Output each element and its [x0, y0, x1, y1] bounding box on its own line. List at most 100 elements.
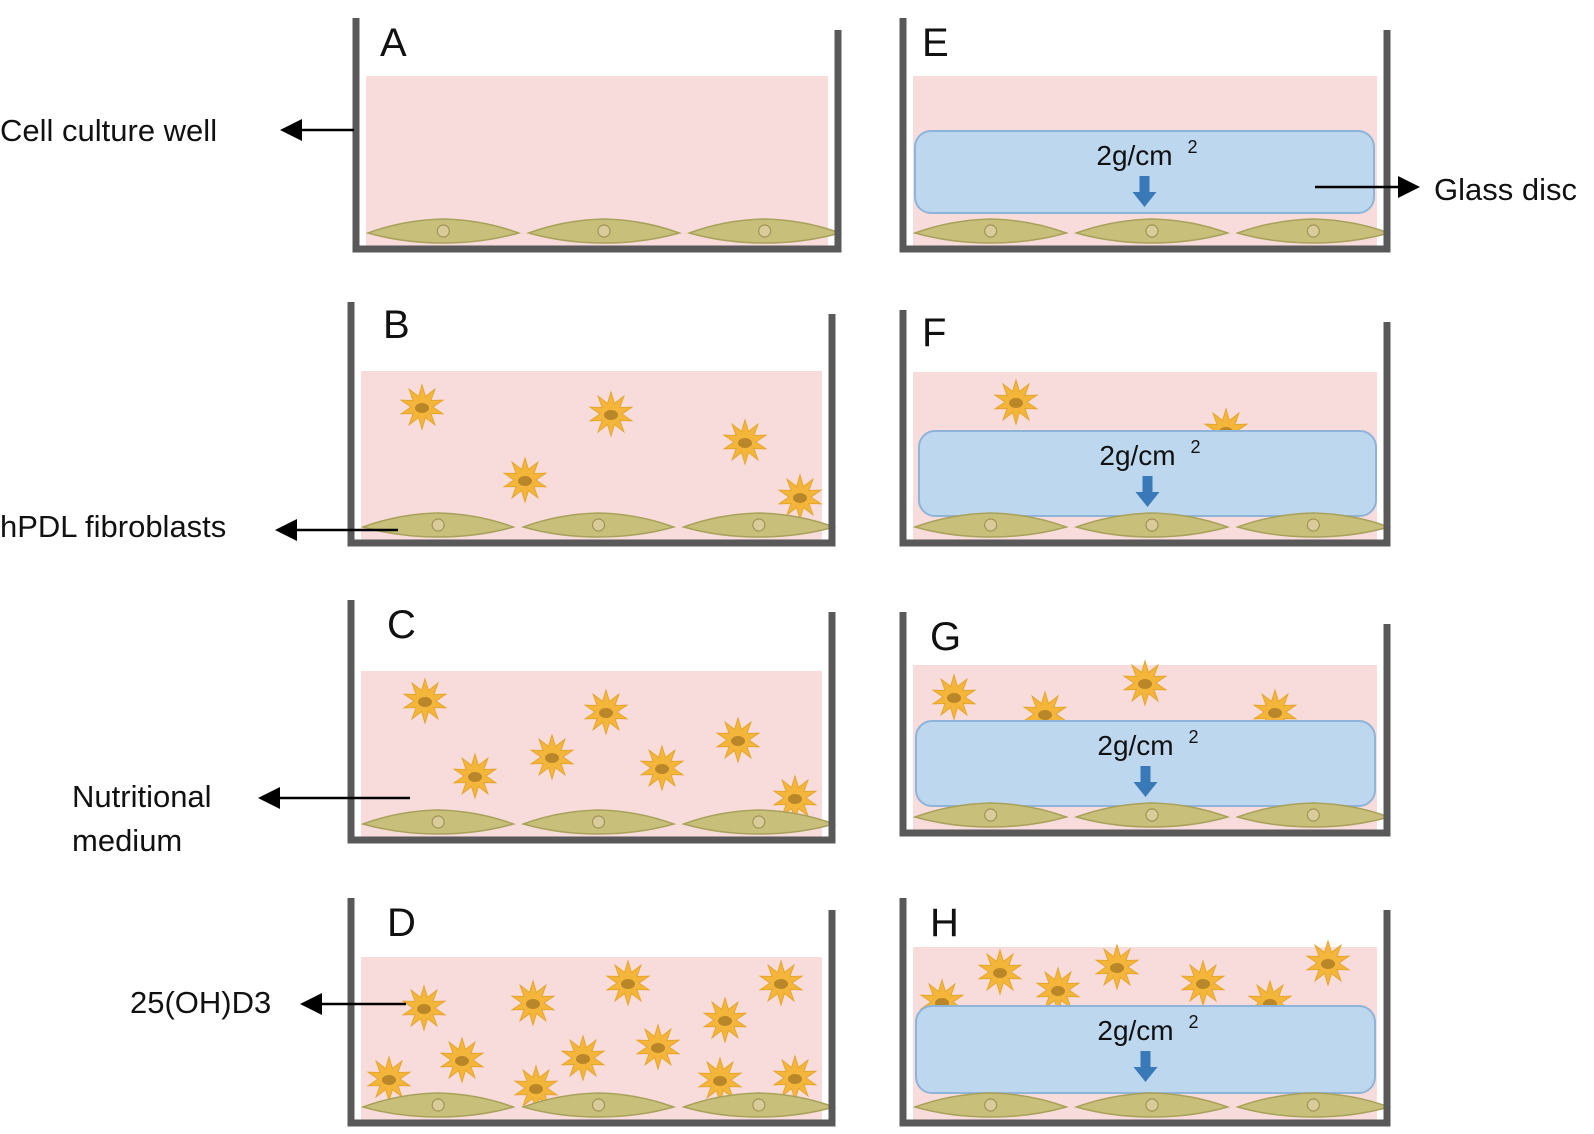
- vitamin-d-particle: [529, 733, 575, 781]
- fibroblast-cell: [365, 218, 522, 244]
- vitamin-d-particle: [639, 744, 685, 792]
- annotations: Cell culture well hPDL fibroblasts Nutri…: [0, 113, 1577, 1020]
- vitamin-d-particle: [583, 688, 629, 736]
- down-arrow-icon: [1132, 176, 1157, 207]
- vitamin-d-particle: [758, 959, 804, 1007]
- vitamin-d-particle: [366, 1055, 412, 1103]
- well-panel-g: 2g/cm 2 G: [899, 612, 1392, 837]
- fibroblast-cell: [912, 512, 1069, 538]
- vitamin-d-particle: [772, 1054, 818, 1102]
- vitamin-d-particle: [401, 984, 447, 1032]
- panel-letter-e: E: [922, 21, 949, 65]
- vitamin-d-particle: [1305, 939, 1351, 987]
- fibroblast-cell: [1235, 1092, 1392, 1118]
- well-panel-c: C: [347, 600, 837, 844]
- culture-well-wall: [352, 18, 842, 253]
- fibroblast-cell: [1073, 218, 1231, 244]
- force-label: 2g/cm: [1099, 440, 1175, 471]
- vitamin-d-particle: [1122, 659, 1168, 707]
- fibroblast-cell: [1073, 512, 1231, 538]
- vitamin-d-particle: [510, 979, 556, 1027]
- fibroblast-cell: [912, 802, 1069, 828]
- well-panel-h: 2g/cm 2 H: [899, 898, 1392, 1127]
- fibroblast-cell: [520, 512, 677, 538]
- well-panel-b: B: [347, 302, 837, 547]
- fibroblast-cell: [360, 1092, 516, 1118]
- well-panel-e: 2g/cm 2 E: [899, 18, 1392, 253]
- fibroblast-cell: [360, 809, 516, 835]
- panel-letter-h: H: [930, 901, 959, 945]
- label-vitamin: 25(OH)D3: [130, 985, 271, 1020]
- fibroblast-cell: [520, 1092, 677, 1118]
- fibroblast-cell: [520, 809, 677, 835]
- arrow-vitamin: [300, 993, 406, 1015]
- label-nutritional-medium-line2: medium: [72, 823, 182, 858]
- label-hpdl-fibroblasts: hPDL fibroblasts: [0, 509, 226, 544]
- vitamin-d-particle: [931, 673, 977, 721]
- vitamin-d-particle: [560, 1034, 606, 1082]
- panel-letter-c: C: [387, 603, 416, 647]
- label-nutritional-medium-line1: Nutritional: [72, 779, 212, 814]
- force-label: 2g/cm: [1097, 730, 1173, 761]
- culture-well-wall: [899, 310, 1391, 547]
- fibroblast-cell: [681, 809, 837, 835]
- down-arrow-icon: [1133, 766, 1158, 797]
- down-arrow-icon: [1135, 476, 1160, 507]
- vitamin-d-particle: [1035, 966, 1081, 1014]
- vitamin-d-particle: [977, 948, 1023, 996]
- vitamin-d-particle: [715, 716, 761, 764]
- arrow-cell-culture-well: [280, 119, 354, 141]
- culture-well-wall: [899, 612, 1391, 837]
- vitamin-d-particle: [1180, 959, 1226, 1007]
- vitamin-d-particle: [502, 456, 548, 504]
- vitamin-d-particle: [513, 1064, 559, 1112]
- vitamin-d-particle: [635, 1023, 681, 1071]
- fibroblast-cell: [912, 218, 1069, 244]
- force-label: 2g/cm: [1096, 140, 1172, 171]
- label-glass-disc: Glass disc: [1434, 172, 1577, 207]
- vitamin-d-particle: [402, 677, 448, 725]
- nutritional-medium: [366, 76, 828, 246]
- culture-well-wall: [899, 18, 1391, 253]
- vitamin-d-particle: [605, 959, 651, 1007]
- down-arrow-icon: [1133, 1051, 1158, 1082]
- vitamin-d-particle: [993, 378, 1039, 426]
- panel-letter-d: D: [387, 901, 416, 945]
- panel-letter-a: A: [380, 21, 407, 65]
- vitamin-d-particle: [452, 752, 498, 800]
- fibroblast-cell: [360, 512, 516, 538]
- force-label-superscript: 2: [1189, 727, 1199, 747]
- fibroblast-cell: [526, 218, 682, 244]
- vitamin-d-particle: [702, 996, 748, 1044]
- well-panel-d: D: [347, 898, 837, 1127]
- force-label: 2g/cm: [1097, 1015, 1173, 1046]
- arrow-glass-disc: [1315, 176, 1420, 198]
- panel-letter-g: G: [930, 615, 961, 659]
- force-label-superscript: 2: [1191, 437, 1201, 457]
- well-panel-a: A: [352, 18, 843, 253]
- force-label-superscript: 2: [1188, 137, 1198, 157]
- vitamin-d-particle: [777, 473, 823, 521]
- vitamin-d-particle: [722, 418, 768, 466]
- culture-well-wall: [347, 898, 836, 1127]
- culture-well-wall: [347, 302, 836, 547]
- culture-well-wall: [899, 898, 1391, 1127]
- culture-well-wall: [347, 600, 836, 844]
- fibroblast-cell: [1073, 802, 1231, 828]
- glass-disc: [914, 130, 1375, 214]
- vitamin-d-particle: [697, 1056, 743, 1104]
- vitamin-d-particle: [439, 1036, 485, 1084]
- vitamin-d-particle: [399, 383, 445, 431]
- arrow-nutritional-medium: [258, 787, 410, 809]
- fibroblast-cell: [912, 1092, 1069, 1118]
- panel-letter-b: B: [383, 303, 410, 347]
- arrow-hpdl-fibroblasts: [275, 519, 398, 541]
- annotation-arrows: [258, 119, 1420, 1015]
- fibroblast-cell: [1235, 802, 1392, 828]
- force-label-superscript: 2: [1189, 1012, 1199, 1032]
- label-cell-culture-well: Cell culture well: [0, 113, 217, 148]
- vitamin-d-particle: [588, 390, 634, 438]
